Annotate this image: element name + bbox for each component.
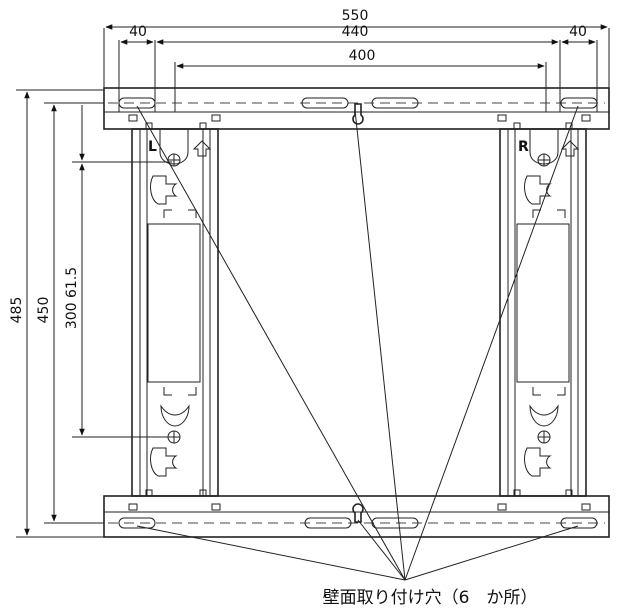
left-offset-dim: 40: [129, 24, 147, 40]
bottom-right-slot: [560, 517, 598, 529]
right-arm: R: [499, 122, 587, 497]
bottom-left-slot: [118, 517, 156, 529]
left-arm: L: [131, 122, 219, 497]
bottom-rail: [103, 495, 610, 538]
bottom-keyhole: [352, 503, 364, 523]
right-offset-dim: 40: [569, 24, 587, 40]
top-keyhole: [352, 103, 364, 125]
frame-height-dim: 450: [36, 297, 52, 324]
left-up-arrow-icon: [192, 140, 212, 157]
top-right-slot: [560, 97, 598, 109]
right-lower-hook: [524, 447, 552, 477]
caption: 壁面取り付け穴（6 か所）: [323, 588, 538, 608]
vertical-pair-dim: 300 61.5: [64, 267, 80, 329]
leader-lines: [136, 105, 579, 581]
top-rail: [103, 87, 610, 130]
top-left-slot: [118, 97, 156, 109]
right-upper-hook: [524, 175, 552, 205]
right-marker: R: [518, 139, 529, 155]
left-dimensions: 485 450 300 61.5: [9, 89, 172, 538]
inner-width-dim: 400: [349, 48, 376, 64]
left-upper-hook: [150, 175, 178, 205]
hole-pitch-dim: 440: [342, 24, 369, 40]
left-marker: L: [148, 139, 157, 155]
left-lower-hook: [150, 447, 178, 477]
overall-width-dim: 550: [342, 8, 369, 24]
overall-height-dim: 485: [9, 297, 25, 324]
top-dimensions: 550 40 440 40 400: [103, 8, 610, 112]
